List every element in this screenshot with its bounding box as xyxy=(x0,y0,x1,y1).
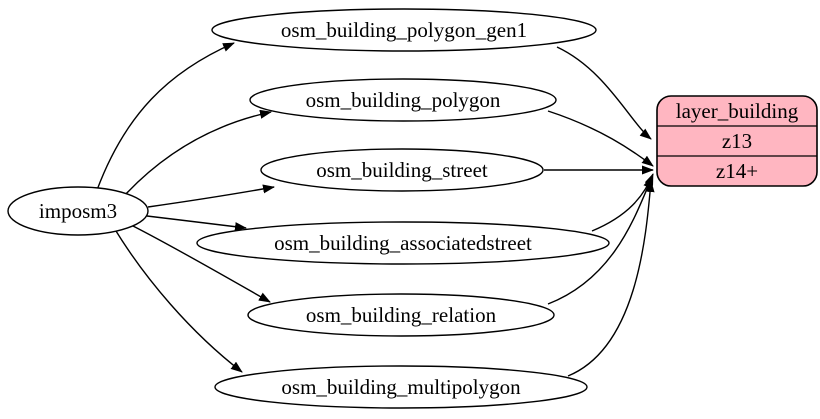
layer-node-shape xyxy=(656,95,818,187)
table-node-shape xyxy=(211,8,597,52)
edge-imposm3-to-osm-building-multipolygon xyxy=(115,230,243,373)
table-node-osm-building-multipolygon: osm_building_multipolygon xyxy=(214,365,588,409)
table-node-shape xyxy=(247,293,555,337)
table-node-osm-building-relation: osm_building_relation xyxy=(247,293,555,337)
layer-node-layer-building: layer_building z13 z14+ xyxy=(656,95,818,187)
table-node-shape xyxy=(196,221,610,265)
table-node-shape xyxy=(260,148,544,192)
table-node-label: osm_building_polygon_gen1 xyxy=(281,18,527,42)
table-node-label: osm_building_street xyxy=(316,158,488,182)
table-node-label: osm_building_multipolygon xyxy=(281,375,521,399)
source-node-imposm3: imposm3 xyxy=(7,186,149,236)
layer-node-title: layer_building xyxy=(676,99,799,123)
edge-imposm3-to-osm-building-associatedstreet xyxy=(146,215,247,232)
edge-imposm3-to-osm-building-street xyxy=(147,184,275,208)
table-node-osm-building-polygon-gen1: osm_building_polygon_gen1 xyxy=(211,8,597,52)
source-node-shape xyxy=(7,186,149,236)
source-node-label: imposm3 xyxy=(39,199,117,223)
table-node-shape xyxy=(214,365,588,409)
table-node-osm-building-associatedstreet: osm_building_associatedstreet xyxy=(196,221,610,265)
layer-row-z13-label: z13 xyxy=(722,129,752,153)
layer-row-z14-label: z14+ xyxy=(716,159,758,183)
table-node-shape xyxy=(249,78,557,122)
edge-osm-building-multipolygon-to-layer-building-z14 xyxy=(567,180,655,377)
edge-imposm3-to-osm-building-polygon-gen1 xyxy=(96,42,235,191)
edge-imposm3-to-osm-building-relation xyxy=(132,225,271,303)
table-node-label: osm_building_relation xyxy=(306,303,497,327)
table-node-label: osm_building_polygon xyxy=(306,88,501,112)
edge-osm-building-associatedstreet-to-layer-building-z14 xyxy=(591,173,654,232)
edge-group xyxy=(96,42,655,377)
table-node-osm-building-polygon: osm_building_polygon xyxy=(249,78,557,122)
edge-osm-building-polygon-gen1-to-layer-building-z13 xyxy=(556,46,652,140)
table-node-osm-building-street: osm_building_street xyxy=(260,148,544,192)
edge-imposm3-to-osm-building-polygon xyxy=(123,109,272,197)
table-node-label: osm_building_associatedstreet xyxy=(274,231,532,255)
edge-osm-building-polygon-to-layer-building-z14 xyxy=(547,110,654,167)
